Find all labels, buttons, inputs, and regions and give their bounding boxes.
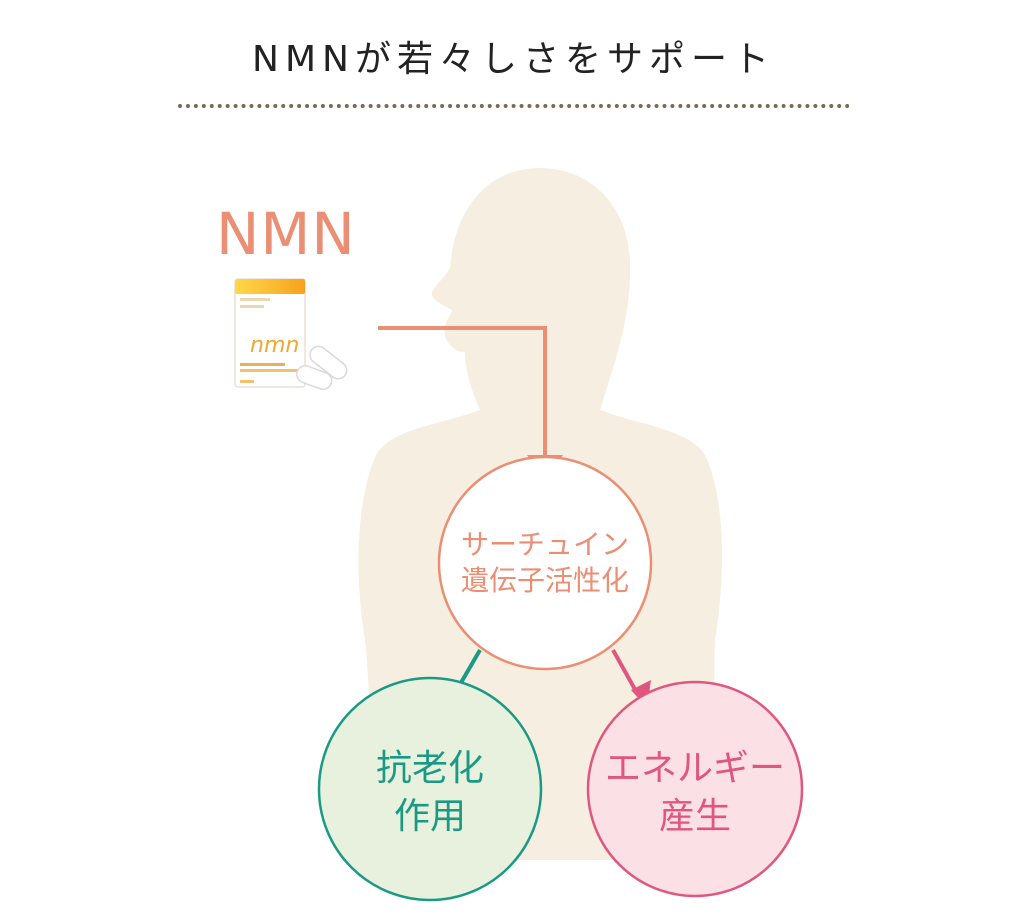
energy-line2: 産生 [658, 796, 731, 837]
package-logo: nmn [250, 333, 299, 358]
sirtuin-text: サーチュイン 遺伝子活性化 [440, 527, 650, 599]
nmn-label: NMN [216, 200, 356, 268]
energy-line1: エネルギー [604, 748, 785, 789]
energy-arrow [611, 649, 639, 694]
anti-aging-text: 抗老化 作用 [320, 745, 540, 841]
anti-aging-line2: 作用 [393, 796, 466, 837]
anti-aging-circle [317, 676, 543, 902]
energy-circle [586, 680, 804, 898]
nmn-package: nmn [234, 278, 306, 388]
energy-text: エネルギー 産生 [585, 745, 805, 841]
anti-aging-line1: 抗老化 [375, 748, 484, 789]
page-title: NMNが若々しさをサポート [252, 39, 775, 80]
capsule-icon [295, 345, 348, 391]
sirtuin-line1: サーチュイン [460, 528, 629, 561]
sirtuin-circle [437, 455, 653, 671]
dotted-divider [178, 104, 850, 108]
sirtuin-line2: 遺伝子活性化 [460, 564, 629, 597]
intake-arrow [378, 326, 547, 458]
